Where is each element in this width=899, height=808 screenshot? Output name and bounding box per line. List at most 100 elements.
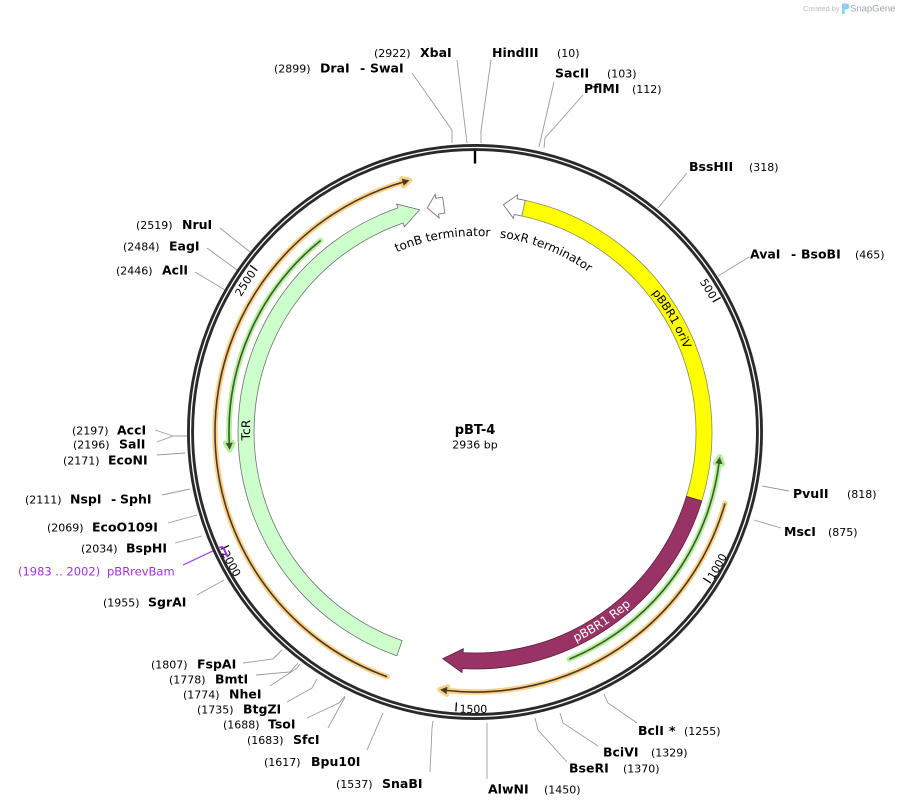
enzyme-separator: - bbox=[360, 61, 365, 76]
backbone bbox=[187, 144, 763, 720]
snapgene-wordmark: SnapGene bbox=[850, 4, 895, 15]
orf-line bbox=[569, 461, 721, 660]
cut-position: (1735) bbox=[197, 704, 234, 717]
leader-line-bseri bbox=[534, 717, 568, 763]
feature-label-pbbr1-oriv: pBBR1 oriV bbox=[649, 286, 694, 350]
tick-label-1500: 1500 bbox=[459, 703, 487, 716]
backbone-ring-gap bbox=[189, 146, 761, 718]
feature-tcr bbox=[237, 203, 421, 657]
leader-line-xbai bbox=[456, 59, 468, 144]
enzyme-name: AccI bbox=[117, 423, 146, 438]
cut-position: (1683) bbox=[247, 734, 284, 747]
enzyme-name: MscI bbox=[784, 524, 816, 539]
enzyme-label-acli: (2446)AclI bbox=[116, 263, 188, 278]
cut-position: (112) bbox=[632, 83, 662, 96]
orf-line bbox=[228, 239, 322, 446]
leader-line-nspi bbox=[161, 488, 191, 496]
enzyme-label-sgrai: (1955)SgrAI bbox=[103, 595, 186, 610]
cut-position: (465) bbox=[855, 249, 885, 262]
leader-line-snabi bbox=[429, 720, 434, 773]
enzyme-label-bmti: (1778)BmtI bbox=[169, 672, 248, 687]
feature-tonb-terminator bbox=[426, 193, 446, 220]
leader-line-sgrai bbox=[196, 579, 225, 596]
cut-position: (1370) bbox=[623, 763, 660, 776]
enzyme-label-btgzi: (1735) BtgZI bbox=[197, 702, 281, 717]
cut-position: (2111) bbox=[25, 494, 62, 507]
tick-mark bbox=[249, 264, 258, 272]
enzyme-label-alwni: AlwNI(1450) bbox=[488, 782, 581, 797]
leader-line-bpu10i bbox=[366, 712, 384, 751]
enzyme-label-econi: (2171)EcoNI bbox=[63, 453, 148, 468]
cut-position: (2197) bbox=[72, 425, 109, 438]
enzyme-name: BclI bbox=[638, 723, 664, 738]
cut-position: (2196) bbox=[73, 439, 110, 452]
orf-line bbox=[214, 180, 405, 678]
cut-position: (1774) bbox=[183, 689, 220, 702]
leader-line-bcivi bbox=[559, 712, 599, 747]
enzyme-name: BciVI bbox=[603, 745, 639, 760]
enzyme-label-avai-bsobi: AvaI-BsoBI(465) bbox=[750, 247, 885, 262]
orf-green-right bbox=[566, 453, 726, 662]
cut-position: (2484) bbox=[123, 241, 160, 254]
orf-arrowhead-icon bbox=[440, 686, 448, 695]
enzyme-name: SnaBI bbox=[382, 776, 423, 791]
leader-line-acci bbox=[154, 429, 174, 437]
plasmid-name: pBT-4 bbox=[455, 423, 496, 438]
enzyme-label-nspi-sphi: (2111)NspI-SphI bbox=[25, 492, 152, 507]
enzyme-label-bsphi: (2034)BspHI bbox=[81, 541, 167, 556]
cut-position: (2446) bbox=[116, 265, 153, 278]
enzyme-name: EcoO109I bbox=[92, 520, 158, 535]
cut-position: (1329) bbox=[651, 747, 688, 760]
leader-line-bmti bbox=[255, 662, 299, 676]
tick-mark bbox=[702, 577, 712, 584]
cut-position: (1255) bbox=[684, 725, 721, 738]
enzyme-name: DraI bbox=[320, 61, 350, 76]
orf-green-left bbox=[222, 237, 324, 453]
enzyme-name: BtgZI bbox=[243, 702, 281, 717]
cut-position: (1617) bbox=[264, 756, 301, 769]
feature-pbbr1-rep bbox=[441, 495, 703, 674]
enzyme-label-nhei: (1774)NheI bbox=[183, 687, 262, 702]
cut-position: (818) bbox=[847, 488, 877, 501]
leader-line-nrui bbox=[219, 227, 251, 253]
enzyme-name-2: SphI bbox=[120, 492, 152, 507]
enzyme-name: TsoI bbox=[268, 717, 296, 732]
enzyme-label-bcli: BclI * (1255) bbox=[638, 723, 721, 738]
enzyme-label-tsoi: (1688)TsoI bbox=[223, 717, 296, 732]
plasmid-title: pBT-4 2936 bp bbox=[452, 423, 497, 452]
primer-arc bbox=[222, 546, 229, 558]
enzyme-name: XbaI bbox=[420, 45, 452, 60]
enzyme-name: SalI bbox=[119, 437, 145, 452]
enzyme-label-xbai: (2922)XbaI bbox=[374, 45, 452, 60]
primer-name: pBRrevBam bbox=[107, 565, 175, 579]
orf-orange-left bbox=[212, 176, 413, 680]
cut-position: (2034) bbox=[81, 543, 118, 556]
leader-line-drai bbox=[411, 72, 453, 143]
primer-label-pbrrevbam: (1983 .. 2002)pBRrevBam bbox=[18, 565, 175, 579]
leader-line-pbrrevbam bbox=[182, 548, 218, 566]
enzyme-name: AvaI bbox=[750, 247, 780, 262]
enzyme-label-bcivi: BciVI (1329) bbox=[603, 745, 688, 760]
enzyme-name: PflMI bbox=[584, 81, 620, 96]
enzyme-name: AlwNI bbox=[488, 782, 529, 797]
leader-line-avai bbox=[717, 256, 750, 277]
leader-line-sali bbox=[156, 435, 187, 443]
enzyme-name-2: SwaI bbox=[370, 61, 404, 76]
enzyme-label-nrui: (2519)NruI bbox=[136, 217, 212, 232]
enzyme-name: Bpu10I bbox=[311, 754, 360, 769]
enzyme-label-bseri: BseRI(1370) bbox=[569, 761, 660, 776]
enzyme-name-2: BsoBI bbox=[801, 247, 841, 262]
leader-line-acli bbox=[194, 271, 226, 291]
leader-line-ecoo109i bbox=[167, 514, 198, 524]
leader-line-sacii bbox=[538, 81, 555, 148]
leader-line-bsphi bbox=[174, 535, 203, 544]
methylation-marker: * bbox=[669, 723, 676, 738]
enzyme-name: SfcI bbox=[293, 732, 320, 747]
feature-label-tonb-terminator: tonB terminator bbox=[392, 225, 490, 255]
cut-position: (1807) bbox=[151, 659, 188, 672]
enzyme-name: SgrAI bbox=[148, 595, 186, 610]
orf-arrowhead-icon bbox=[401, 178, 410, 186]
orf-arrowhead-icon bbox=[225, 442, 233, 450]
tick-mark bbox=[455, 702, 458, 712]
cut-position: (2899) bbox=[274, 63, 311, 76]
